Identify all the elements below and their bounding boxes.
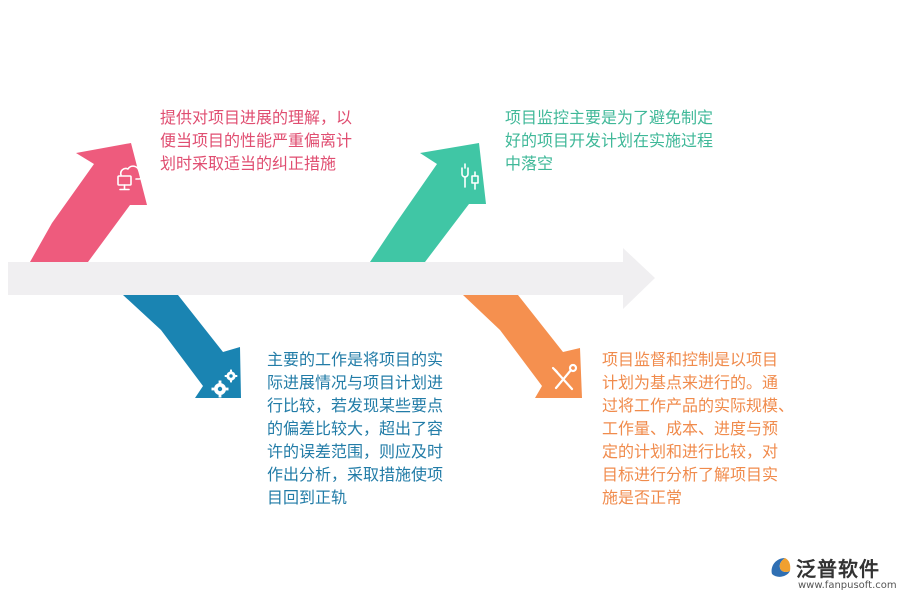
usb-plug-icon [461,163,479,190]
brand-logo: 泛普软件 www.fanpusoft.com [768,553,897,593]
orange-arrow [463,295,582,398]
cloud-computer-icon [117,165,144,191]
orange-item-text: 项目监督和控制是以项目 计划为基点来进行的。通 过将工作产品的实际规模、 工作量… [602,350,795,507]
logo-name: 泛普软件 [796,557,880,581]
pink-item-text: 提供对项目进展的理解，以 便当项目的性能严重偏离计 划时采取适当的纠正措施 [160,108,353,173]
main-spine-arrow [8,248,655,309]
green-item-text: 项目监控主要是为了避免制定 好的项目开发计划在实施过程 中落空 [505,108,714,173]
blue-arrow [123,295,241,398]
logo-mark-icon [771,558,791,577]
gears-icon [211,369,238,398]
tools-icon [551,363,578,391]
pink-arrow [30,143,147,262]
green-arrow [370,143,486,262]
blue-item-text: 主要的工作是将项目的实 际进展情况与项目计划进 行比较，若发现某些要点 的偏差比… [267,350,444,507]
logo-url: www.fanpusoft.com [798,580,897,591]
